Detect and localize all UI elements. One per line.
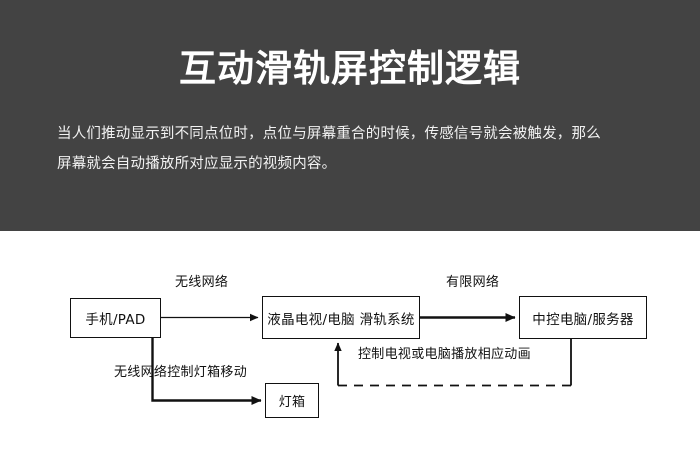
subtitle-line-1: 当人们推动显示到不同点位时，点位与屏幕重合的时候，传感信号就会被触发，那么 [57, 126, 601, 142]
edge-label-wireless-network: 无线网络 [175, 275, 229, 290]
edge-phone-to-lightbox [151, 338, 262, 405]
subtitle-line-2: 屏幕就会自动播放所对应显示的视频内容。 [57, 156, 337, 172]
page-title: 互动滑轨屏控制逻辑 [179, 47, 521, 90]
flow-diagram: 手机/PAD 液晶电视/电脑 滑轨系统 中控电脑/服务器 灯箱 无线网络 有限网… [0, 231, 700, 461]
node-lcd-slide-system[interactable]: 液晶电视/电脑 滑轨系统 [262, 296, 420, 339]
header-banner: 互动滑轨屏控制逻辑 当人们推动显示到不同点位时，点位与屏幕重合的时候，传感信号就… [0, 0, 700, 231]
edge-label-wired-network: 有限网络 [446, 275, 500, 290]
node-lightbox[interactable]: 灯箱 [265, 383, 319, 418]
node-control-pc-server[interactable]: 中控电脑/服务器 [519, 296, 647, 339]
node-phone-pad[interactable]: 手机/PAD [70, 298, 161, 338]
edge-label-playback-control: 控制电视或电脑播放相应动画 [358, 347, 531, 362]
edge-label-wireless-lightbox-move: 无线网络控制灯箱移动 [114, 365, 248, 380]
page-subtitle: 当人们推动显示到不同点位时，点位与屏幕重合的时候，传感信号就会被触发，那么 屏幕… [57, 119, 657, 179]
diagram-connectors [151, 313, 572, 405]
